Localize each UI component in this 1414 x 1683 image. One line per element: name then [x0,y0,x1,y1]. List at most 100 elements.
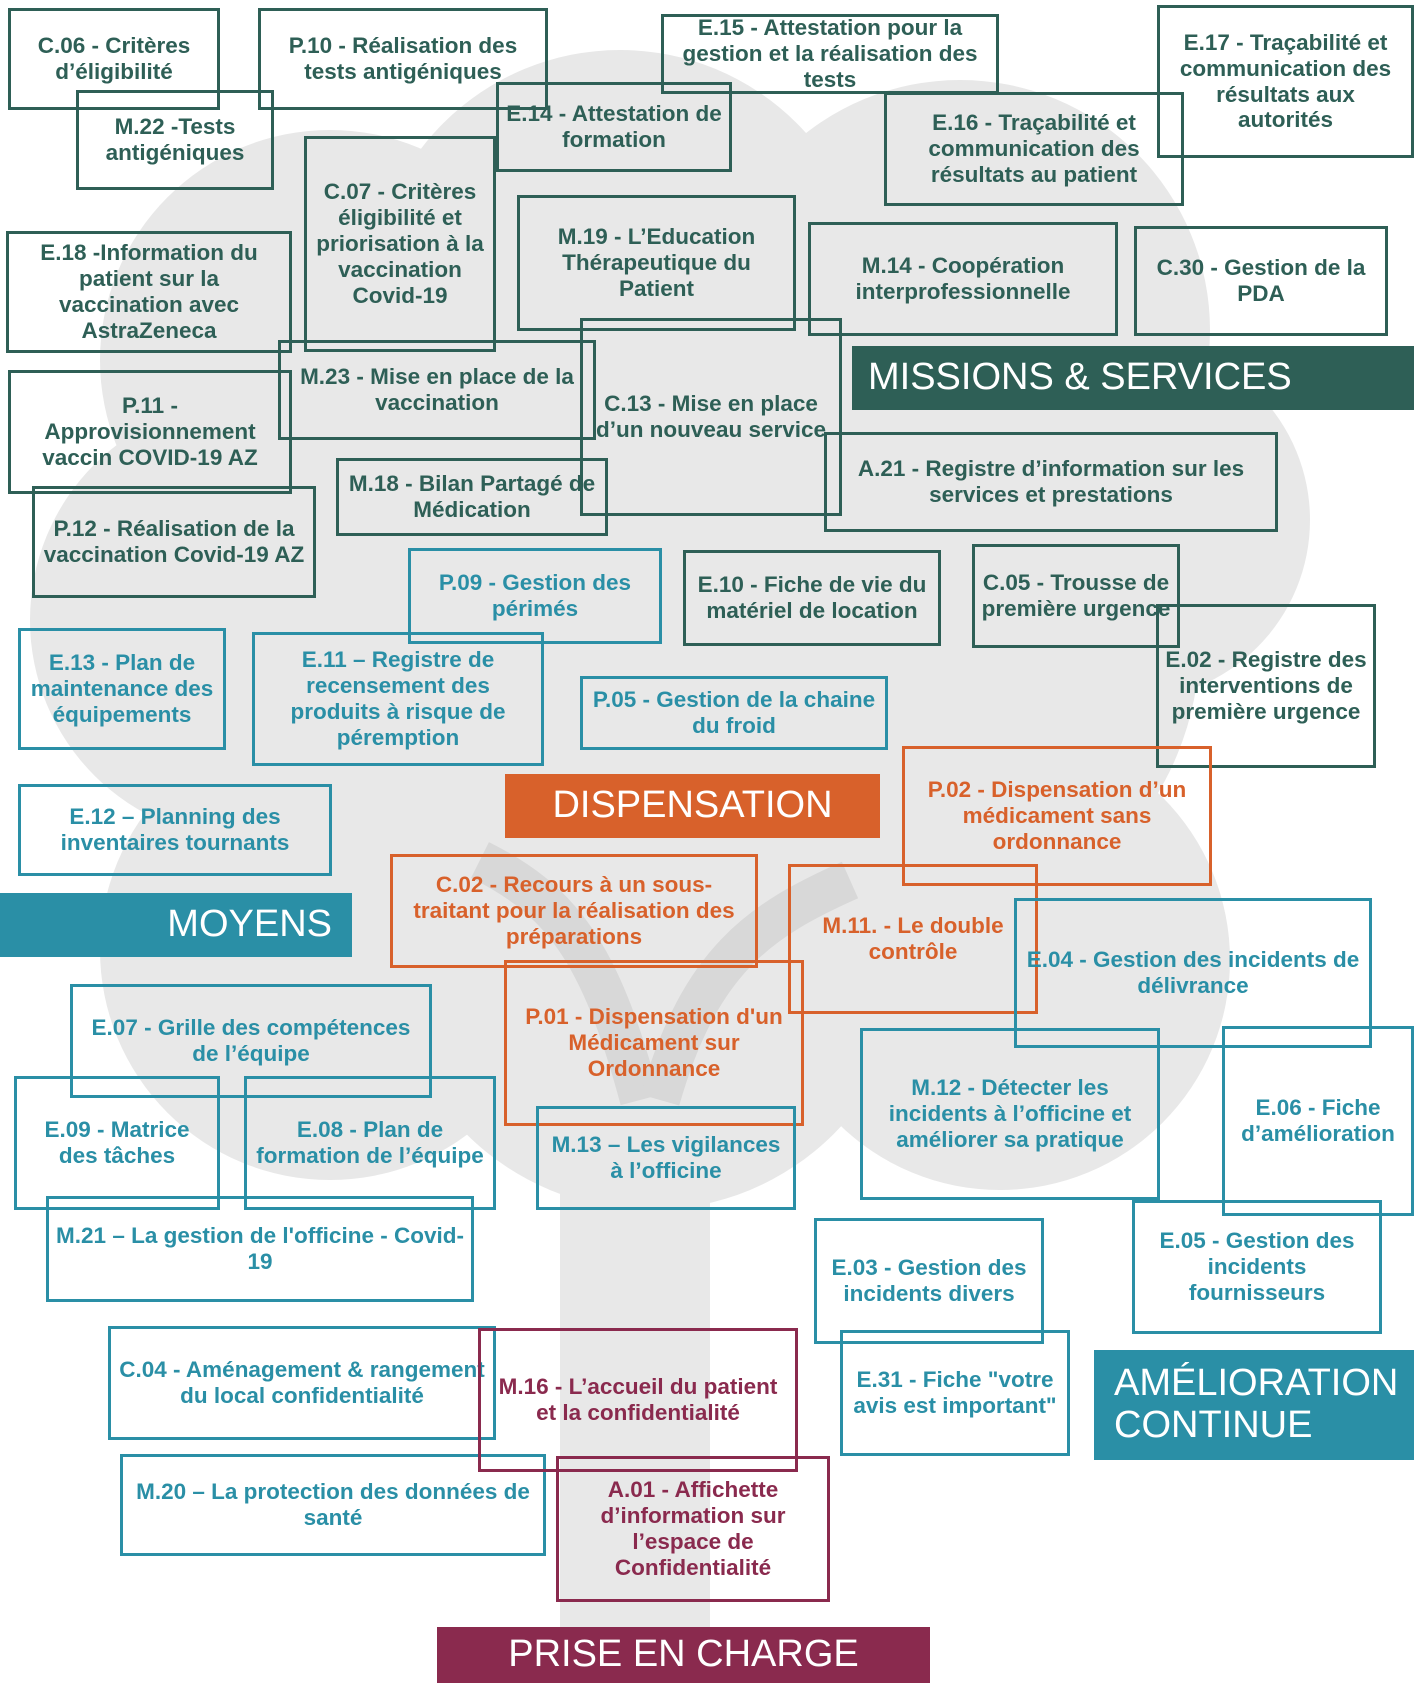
item-e04: E.04 - Gestion des incidents de délivran… [1014,898,1372,1048]
item-c06-text: C.06 - Critères d’éligibilité [37,33,191,84]
item-e02: E.02 - Registre des interventions de pre… [1156,604,1376,768]
item-e03-text: E.03 - Gestion des incidents divers [831,1255,1027,1306]
item-a01: A.01 - Affichette d’information sur l’es… [556,1456,830,1602]
item-e07-text: E.07 - Grille des compétences de l’équip… [91,1015,411,1066]
item-p09-text: P.09 - Gestion des périmés [438,570,632,621]
item-e06-text: E.06 - Fiche d’amélioration [1241,1095,1395,1146]
item-p12-text: P.12 - Réalisation de la vaccination Cov… [43,516,305,567]
category-amelioration-label-1: AMÉLIORATION [1114,1362,1399,1405]
item-e09-text: E.09 - Matrice des tâches [44,1117,190,1168]
item-e16: E.16 - Traçabilité et communication des … [884,92,1184,206]
category-prise-en-charge-label: PRISE EN CHARGE [508,1633,859,1676]
item-m23-text: M.23 - Mise en place de la vaccination [300,364,574,415]
item-e15: E.15 - Attestation pour la gestion et la… [661,14,999,94]
item-e02-text: E.02 - Registre des interventions de pre… [1165,647,1367,724]
item-m13: M.13 – Les vigilances à l’officine [536,1106,796,1210]
item-e03: E.03 - Gestion des incidents divers [814,1218,1044,1344]
item-c04-text: C.04 - Aménagement & rangement du local … [119,1357,485,1408]
item-a21: A.21 - Registre d’information sur les se… [824,432,1278,532]
item-e14-text: E.14 - Attestation de formation [506,101,722,152]
item-c02-text: C.02 - Recours à un sous-traitant pour l… [413,872,735,949]
category-missions-label: MISSIONS & SERVICES [868,356,1292,399]
item-e13-text: E.13 - Plan de maintenance des équipemen… [30,650,214,727]
item-m14-text: M.14 - Coopération interprofessionnelle [855,253,1071,304]
category-moyens-label: MOYENS [167,903,332,946]
item-m18-text: M.18 - Bilan Partagé de Médication [348,471,596,522]
item-c05-text: C.05 - Trousse de première urgence [981,570,1171,621]
item-e14: E.14 - Attestation de formation [496,82,732,172]
item-c07: C.07 - Critères éligibilité et priorisat… [304,136,496,352]
item-m19: M.19 - L’Education Thérapeutique du Pati… [517,195,796,331]
item-p10: P.10 - Réalisation des tests antigénique… [258,8,548,110]
item-c05: C.05 - Trousse de première urgence [972,544,1180,648]
item-e18: E.18 -Information du patient sur la vacc… [6,231,292,353]
item-e10: E.10 - Fiche de vie du matériel de locat… [683,550,941,646]
item-p12: P.12 - Réalisation de la vaccination Cov… [32,486,316,598]
item-a21-text: A.21 - Registre d’information sur les se… [857,456,1245,507]
category-prise-en-charge: PRISE EN CHARGE [437,1627,930,1683]
item-e12-text: E.12 – Planning des inventaires tournant… [60,804,290,855]
item-c30: C.30 - Gestion de la PDA [1134,226,1388,336]
item-c13: C.13 - Mise en place d’un nouveau servic… [580,318,842,516]
item-m20: M.20 – La protection des données de sant… [120,1454,546,1556]
item-p01-text: P.01 - Dispensation d'un Médicament sur … [525,1004,783,1081]
item-e04-text: E.04 - Gestion des incidents de délivran… [1026,947,1360,998]
item-m16-text: M.16 - L’accueil du patient et la confid… [498,1374,778,1425]
item-e13: E.13 - Plan de maintenance des équipemen… [18,628,226,750]
item-e08: E.08 - Plan de formation de l’équipe [244,1076,496,1210]
item-m19-text: M.19 - L’Education Thérapeutique du Pati… [557,224,756,301]
item-m12-text: M.12 - Détecter les incidents à l’offici… [888,1075,1132,1152]
item-m13-text: M.13 – Les vigilances à l’officine [551,1132,781,1183]
item-e17: E.17 - Traçabilité et communication des … [1157,5,1414,158]
item-e05-text: E.05 - Gestion des incidents fournisseur… [1159,1228,1355,1305]
item-e05: E.05 - Gestion des incidents fournisseur… [1132,1200,1382,1334]
item-m18: M.18 - Bilan Partagé de Médication [336,458,608,536]
item-e15-text: E.15 - Attestation pour la gestion et la… [682,15,978,92]
item-c04: C.04 - Aménagement & rangement du local … [108,1326,496,1440]
item-c13-text: C.13 - Mise en place d’un nouveau servic… [595,391,827,442]
item-p01: P.01 - Dispensation d'un Médicament sur … [504,960,804,1126]
item-c07-text: C.07 - Critères éligibilité et priorisat… [316,179,484,308]
item-p05: P.05 - Gestion de la chaine du froid [580,676,888,750]
item-e11: E.11 – Registre de recensement des produ… [252,632,544,766]
item-e08-text: E.08 - Plan de formation de l’équipe [256,1117,484,1168]
category-moyens: MOYENS [0,893,352,957]
item-e16-text: E.16 - Traçabilité et communication des … [928,110,1140,187]
item-c06: C.06 - Critères d’éligibilité [8,8,220,110]
category-amelioration-continue: AMÉLIORATION CONTINUE [1094,1350,1414,1460]
item-m21-text: M.21 – La gestion de l'officine - Covid-… [56,1223,464,1274]
item-p11: P.11 - Approvisionnement vaccin COVID-19… [8,370,292,494]
category-amelioration-label-2: CONTINUE [1114,1404,1313,1446]
item-p11-text: P.11 - Approvisionnement vaccin COVID-19… [42,393,258,470]
item-m20-text: M.20 – La protection des données de sant… [136,1479,530,1530]
item-m23: M.23 - Mise en place de la vaccination [278,340,596,440]
item-e31-text: E.31 - Fiche "votre avis est important" [853,1367,1057,1418]
item-p09: P.09 - Gestion des périmés [408,548,662,644]
item-m21: M.21 – La gestion de l'officine - Covid-… [46,1196,474,1302]
category-dispensation: DISPENSATION [505,774,880,838]
item-e31: E.31 - Fiche "votre avis est important" [840,1330,1070,1456]
item-e09: E.09 - Matrice des tâches [14,1076,220,1210]
item-p02-text: P.02 - Dispensation d’un médicament sans… [927,777,1187,854]
item-p05-text: P.05 - Gestion de la chaine du froid [592,687,876,738]
item-m12: M.12 - Détecter les incidents à l’offici… [860,1028,1160,1200]
item-c30-text: C.30 - Gestion de la PDA [1156,255,1366,306]
item-m14: M.14 - Coopération interprofessionnelle [808,222,1118,336]
item-e07: E.07 - Grille des compétences de l’équip… [70,984,432,1098]
item-e18-text: E.18 -Information du patient sur la vacc… [40,240,258,343]
item-e12: E.12 – Planning des inventaires tournant… [18,784,332,876]
item-m11: M.11. - Le double contrôle [788,864,1038,1014]
item-m22-text: M.22 -Tests antigéniques [105,114,245,165]
item-p10-text: P.10 - Réalisation des tests antigénique… [288,33,518,84]
item-p02: P.02 - Dispensation d’un médicament sans… [902,746,1212,886]
item-e10-text: E.10 - Fiche de vie du matériel de locat… [697,572,927,623]
item-a01-text: A.01 - Affichette d’information sur l’es… [600,1477,786,1580]
category-missions-services: MISSIONS & SERVICES [852,346,1414,410]
category-dispensation-label: DISPENSATION [552,784,833,827]
item-e11-text: E.11 – Registre de recensement des produ… [290,647,506,750]
item-m16: M.16 - L’accueil du patient et la confid… [478,1328,798,1472]
item-c02: C.02 - Recours à un sous-traitant pour l… [390,854,758,968]
item-e17-text: E.17 - Traçabilité et communication des … [1179,29,1392,133]
item-m11-text: M.11. - Le double contrôle [822,913,1004,964]
